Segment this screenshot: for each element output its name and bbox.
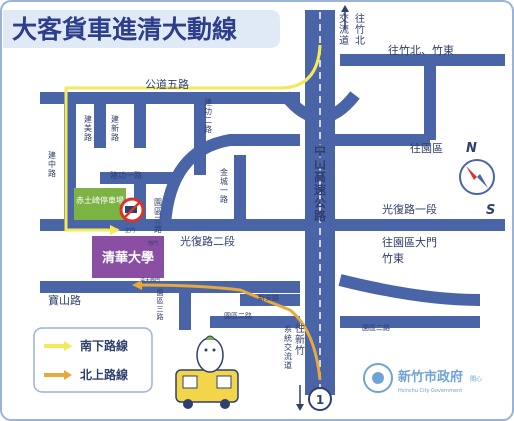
gate-main-label: 正門: [125, 228, 135, 234]
route-southbound: [64, 44, 322, 232]
compass-icon: [459, 159, 495, 195]
gate-southwest-label: 清大西門: [140, 277, 160, 284]
label-xinan: 新安路: [258, 293, 279, 302]
legend-southbound-label: 南下路線: [80, 338, 128, 353]
label-baoshan: 寶山路: [48, 293, 81, 307]
compass-south: S: [486, 203, 495, 218]
city-name: 新竹市政府: [398, 369, 463, 385]
title-banner: [3, 10, 280, 48]
label-jiangong1: 建功一路: [110, 170, 142, 180]
label-yuanqu2: 園區二路: [224, 311, 252, 320]
city-seal-icon: [363, 363, 393, 393]
dir-to-zhubei: 往竹北: [355, 12, 365, 47]
label-guangfu2: 光復路二段: [180, 234, 235, 248]
road-southeast: [338, 274, 481, 306]
dir-jiaoliudao: 交流道: [339, 12, 349, 47]
label-guangfu1: 光復路一段: [382, 202, 437, 216]
label-jianxin: 建新路: [111, 114, 119, 142]
road-curve: [159, 134, 300, 226]
university-block: [92, 236, 164, 278]
no-truck-sign-icon: [119, 197, 145, 223]
label-jianmei: 建美路: [84, 114, 92, 142]
legend-northbound-label: 北上路線: [80, 367, 128, 382]
parking-label: 赤土崎停車場: [76, 195, 124, 205]
dir-to-yuanqu-damen: 往園區大門: [382, 235, 437, 249]
label-jianxin-lower: 園區三路: [154, 198, 162, 234]
university-label: 清華大學: [102, 250, 154, 266]
label-jiangong2: 建功二路: [204, 97, 212, 134]
road-network: [40, 54, 505, 330]
label-jianzhong: 建中路: [48, 150, 56, 178]
label-yuanqu2-right: 園區二路: [362, 323, 390, 332]
label-yuanqu3: 園區三路: [157, 289, 164, 321]
label-zhongshan: 中山高速公路: [314, 143, 327, 223]
legend-box: [33, 327, 153, 393]
dir-zhudong: 竹東: [382, 251, 404, 265]
exit-number: 1: [316, 393, 324, 407]
page-title: 大客貨車進清大動線: [12, 15, 237, 44]
northbound-arrowhead: [132, 280, 142, 290]
city-seal-label: 關心: [470, 376, 482, 383]
city-name-en: Hsinchu City Government: [398, 388, 462, 394]
dir-xinzhu-jiaoliudao: 系統交流道: [284, 324, 292, 370]
label-jinshan: 金城一路: [220, 167, 228, 204]
route-northbound: [139, 283, 322, 381]
dir-to-yuanqu: 往園區: [410, 141, 443, 155]
dir-to-xinzhu: 往新竹: [295, 322, 305, 357]
label-gongdao5: 公道五路: [145, 77, 189, 91]
parking-lot: [74, 188, 126, 220]
dir-to-zhubei-zhudong: 往竹北、竹東: [388, 43, 454, 57]
mascot-bus-icon: [175, 335, 239, 409]
compass-north: N: [466, 141, 477, 156]
gate-south-label: 南門: [148, 240, 158, 247]
southbound-arrowhead: [110, 225, 120, 235]
exit-marker: 1: [308, 387, 332, 411]
